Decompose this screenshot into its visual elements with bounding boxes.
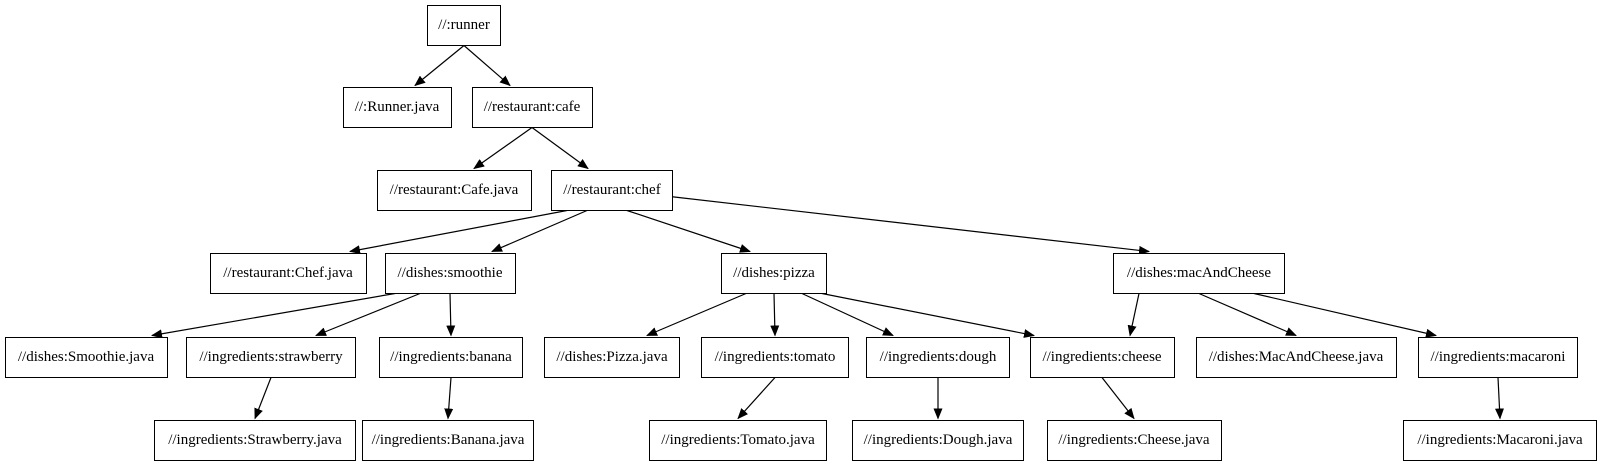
node-strawberry: //ingredients:strawberry	[186, 336, 356, 378]
edge-mac-and-cheese-to-cheese	[1127, 293, 1140, 337]
edge-chef-to-pizza	[626, 209, 751, 253]
node-tomato: //ingredients:tomato	[701, 336, 849, 378]
node-cafe: //restaurant:cafe	[471, 86, 593, 128]
edge-pizza-to-pizza-java	[646, 292, 747, 337]
node-mac-and-cheese: //dishes:macAndCheese	[1113, 252, 1285, 294]
node-strawberry-java: //ingredients:Strawberry.java	[154, 419, 356, 461]
node-pizza: //dishes:pizza	[721, 252, 827, 294]
edge-tomato-to-tomato-java	[737, 377, 776, 420]
node-banana: //ingredients:banana	[379, 336, 523, 378]
node-runner-java: //:Runner.java	[342, 86, 452, 128]
node-chef: //restaurant:chef	[551, 169, 673, 211]
edge-smoothie-to-banana	[446, 293, 456, 337]
edge-pizza-to-dough	[801, 292, 894, 337]
edge-chef-to-mac-and-cheese	[669, 195, 1150, 255]
edge-banana-to-banana-java	[444, 377, 454, 420]
edge-chef-to-chef-java	[349, 209, 568, 255]
edge-mac-and-cheese-to-mac-and-cheese-java	[1198, 292, 1297, 337]
node-chef-java: //restaurant:Chef.java	[209, 252, 367, 294]
node-pizza-java: //dishes:Pizza.java	[544, 336, 680, 378]
edge-smoothie-to-smoothie-java	[151, 292, 396, 339]
node-smoothie-java: //dishes:Smoothie.java	[4, 336, 168, 378]
edge-cheese-to-cheese-java	[1101, 377, 1135, 420]
edge-strawberry-to-strawberry-java	[254, 377, 272, 420]
edge-cafe-to-chef	[531, 127, 589, 170]
node-dough-java: //ingredients:Dough.java	[852, 419, 1024, 461]
edge-runner-to-cafe	[463, 45, 511, 87]
edge-chef-to-smoothie	[491, 209, 588, 253]
edge-macaroni-to-macaroni-java	[1495, 377, 1505, 420]
edge-pizza-to-cheese	[821, 292, 1035, 338]
edge-runner-to-runner-java	[414, 45, 465, 87]
node-macaroni: //ingredients:macaroni	[1418, 336, 1578, 378]
node-dough: //ingredients:dough	[866, 336, 1010, 378]
node-runner: //:runner	[427, 4, 501, 46]
edge-smoothie-to-strawberry	[315, 292, 421, 337]
node-banana-java: //ingredients:Banana.java	[362, 419, 534, 461]
node-mac-and-cheese-java: //dishes:MacAndCheese.java	[1195, 336, 1397, 378]
node-cheese: //ingredients:cheese	[1029, 336, 1175, 378]
node-cheese-java: //ingredients:Cheese.java	[1046, 419, 1222, 461]
node-macaroni-java: //ingredients:Macaroni.java	[1403, 419, 1597, 461]
node-smoothie: //dishes:smoothie	[384, 252, 516, 294]
edge-cafe-to-cafe-java	[473, 127, 533, 170]
node-tomato-java: //ingredients:Tomato.java	[649, 419, 827, 461]
edge-mac-and-cheese-to-macaroni	[1253, 292, 1437, 338]
edge-lines	[151, 45, 1505, 420]
edge-pizza-to-tomato	[770, 293, 780, 337]
node-cafe-java: //restaurant:Cafe.java	[376, 169, 532, 211]
